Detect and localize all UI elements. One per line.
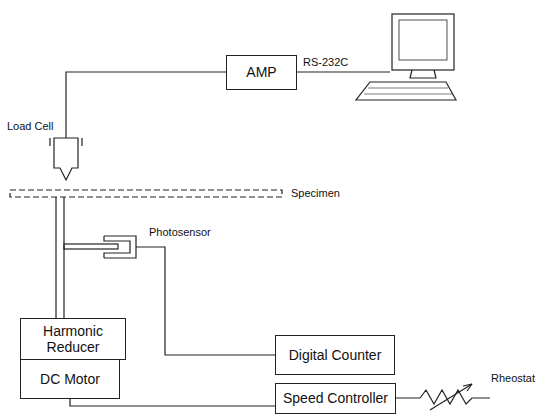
box-text: Digital Counter <box>285 345 386 365</box>
part-label: Specimen <box>290 187 341 199</box>
motor-box: DC Motor <box>20 359 120 399</box>
sensor-cable <box>136 247 275 355</box>
part-label: Rheostat <box>490 372 536 384</box>
interface-label: RS-232C <box>302 56 349 68</box>
load-cell-cable <box>66 72 226 138</box>
part-label: Photosensor <box>148 226 212 238</box>
box-text: AMP <box>242 62 280 82</box>
serial-cable <box>297 71 390 72</box>
wire-connector <box>70 399 275 406</box>
box-text: DC Motor <box>36 369 104 389</box>
part-label: Load Cell <box>6 120 54 132</box>
rheostat-arrow <box>430 384 472 410</box>
box-text: Harmonic Reducer <box>21 321 125 357</box>
counter-box: Digital Counter <box>275 335 395 375</box>
shaft <box>56 197 64 318</box>
rheostat-arrowhead <box>463 384 472 391</box>
load-cell-bracket <box>50 138 82 146</box>
specimen-bar <box>10 190 282 197</box>
monitor-stand <box>410 70 436 78</box>
box-text: Speed Controller <box>279 388 392 408</box>
keyboard <box>356 82 456 100</box>
keyboard-keys <box>364 88 452 94</box>
reducer-box: Harmonic Reducer <box>20 318 126 360</box>
load-cell <box>54 138 78 180</box>
controller-box: Speed Controller <box>275 383 396 414</box>
amplifier-box: AMP <box>226 55 297 90</box>
encoder-disk <box>64 244 118 249</box>
photosensor <box>104 236 136 258</box>
monitor-screen <box>399 20 447 60</box>
monitor <box>392 14 454 70</box>
wire-line <box>70 399 275 406</box>
